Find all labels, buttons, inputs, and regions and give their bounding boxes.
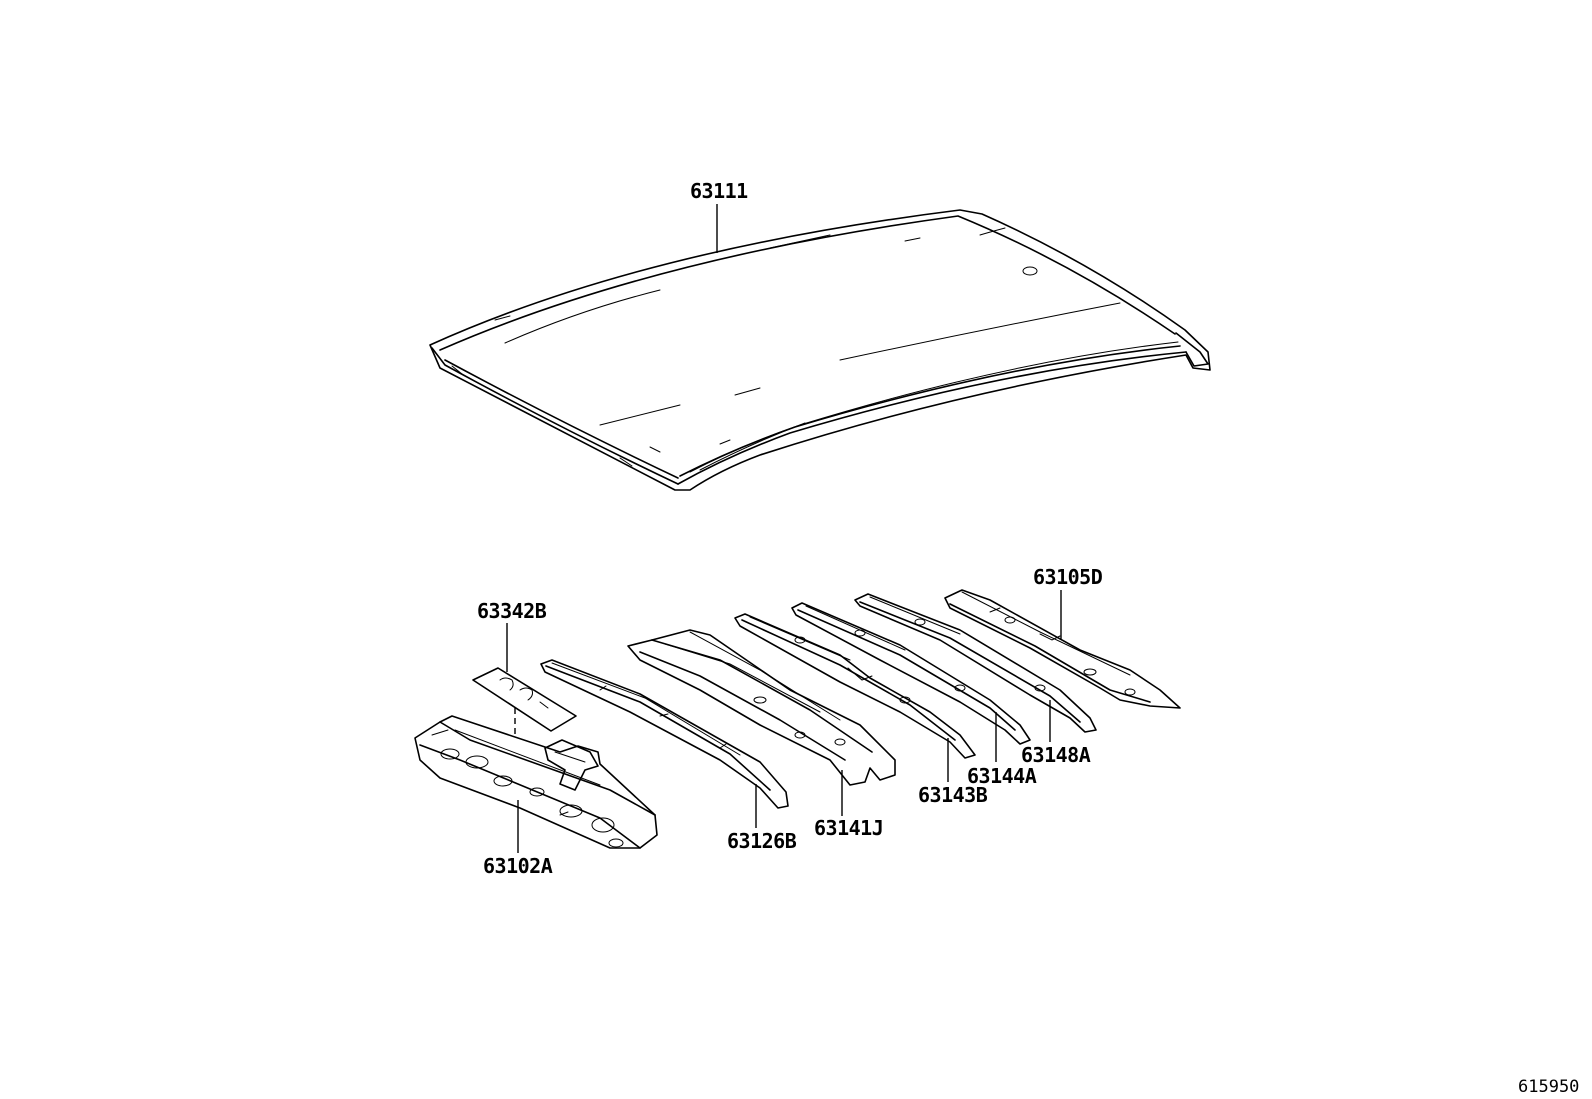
part-label-63342B[interactable]: 63342B [477, 599, 547, 623]
roof-panel-drawing[interactable] [429, 209, 1211, 491]
reinforcement-sheet-drawing[interactable] [472, 667, 577, 732]
roof-bow-63141J-drawing[interactable] [627, 629, 896, 786]
part-label-63105D[interactable]: 63105D [1033, 565, 1103, 589]
roof-bow-63144A-drawing[interactable] [791, 602, 1031, 745]
front-header-panel-drawing[interactable] [414, 715, 658, 849]
roof-bow-63148A-drawing[interactable] [854, 593, 1097, 733]
part-label-63126B[interactable]: 63126B [727, 829, 797, 853]
diagram-id: 615950 [1518, 1077, 1579, 1097]
roof-bow-63126B-drawing[interactable] [540, 659, 789, 809]
roof-bow-63143B-drawing[interactable] [734, 613, 976, 759]
rear-header-rail-drawing[interactable] [944, 589, 1181, 709]
part-label-63144A[interactable]: 63144A [967, 764, 1037, 788]
part-label-63148A[interactable]: 63148A [1021, 743, 1091, 767]
part-label-63111[interactable]: 63111 [690, 179, 749, 203]
part-label-63141J[interactable]: 63141J [814, 816, 884, 840]
part-label-63143B[interactable]: 63143B [918, 783, 988, 807]
part-label-63102A[interactable]: 63102A [483, 854, 553, 878]
